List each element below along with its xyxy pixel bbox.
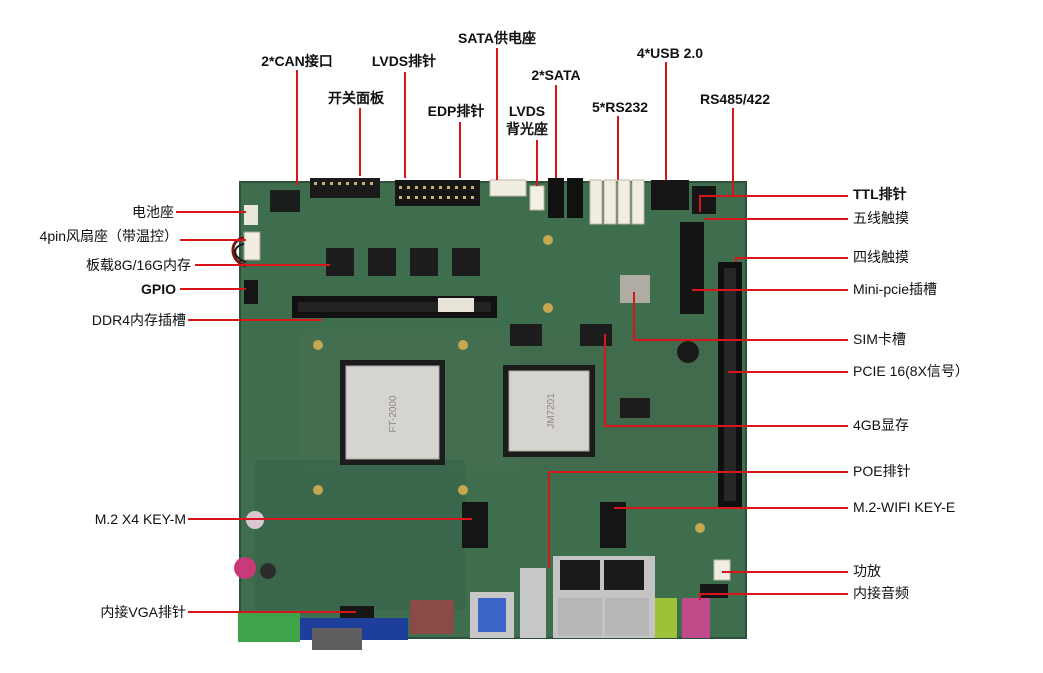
minipcie-slot	[620, 222, 704, 314]
label-usb: 4*USB 2.0	[636, 45, 704, 61]
label-minipcie: Mini-pcie插槽	[853, 281, 938, 297]
rear-io	[238, 556, 710, 650]
onboard-memory-chips	[326, 248, 480, 276]
label-sata-power: SATA供电座	[457, 30, 537, 46]
ddr4-slot	[292, 296, 497, 318]
label-battery: 电池座	[132, 204, 174, 220]
leader-poe	[548, 471, 848, 568]
pcie16-slot	[718, 262, 742, 507]
label-sim: SIM卡槽	[853, 331, 906, 347]
label-touch4: 四线触摸	[853, 249, 909, 265]
label-pcie16: PCIE 16(8X信号）	[853, 363, 969, 379]
cpu-mark: FT-2000	[388, 395, 399, 433]
label-ddr4: DDR4内存插槽	[91, 312, 186, 328]
gpu-chip: JM7201	[503, 365, 595, 457]
leader-sim	[633, 292, 848, 341]
leader-touch4	[735, 257, 848, 262]
label-power-panel: 开关面板	[328, 90, 384, 106]
label-rs485: RS485/422	[699, 91, 771, 107]
leader-lines	[176, 48, 848, 613]
label-can: 2*CAN接口	[261, 53, 333, 69]
leader-ttl	[699, 195, 848, 212]
label-m2-wifi: M.2-WIFI KEY-E	[853, 499, 956, 515]
motherboard-board	[239, 181, 747, 639]
m2-slots	[462, 502, 626, 548]
label-fan: 4pin风扇座（带温控）	[39, 228, 178, 244]
label-audio: 内接音频	[853, 585, 909, 601]
label-poe: POE排针	[853, 463, 911, 479]
gpu-mark: JM7201	[546, 393, 557, 429]
leader-vram	[604, 334, 848, 427]
label-rs232: 5*RS232	[591, 99, 649, 115]
leader-audio	[699, 593, 848, 600]
label-edp: EDP排针	[427, 103, 485, 119]
label-gpio: GPIO	[140, 281, 176, 297]
label-m2-m: M.2 X4 KEY-M	[94, 511, 186, 527]
vram-chips	[510, 324, 650, 418]
label-amp: 功放	[853, 563, 881, 579]
cpu-chip: FT-2000	[340, 360, 445, 465]
top-connector-row	[270, 178, 716, 225]
label-lvds-backlight-line1: LVDS	[508, 103, 546, 119]
label-sata: 2*SATA	[531, 67, 581, 83]
label-lvds-backlight-line2: 背光座	[506, 121, 548, 137]
label-vram: 4GB显存	[853, 417, 910, 433]
buzzer	[677, 341, 699, 363]
label-vga: 内接VGA排针	[100, 604, 186, 620]
label-touch5: 五线触摸	[853, 210, 909, 226]
label-onboard-mem: 板载8G/16G内存	[85, 257, 191, 273]
label-lvds-header: LVDS排针	[371, 53, 437, 69]
label-ttl: TTL排针	[853, 186, 907, 202]
